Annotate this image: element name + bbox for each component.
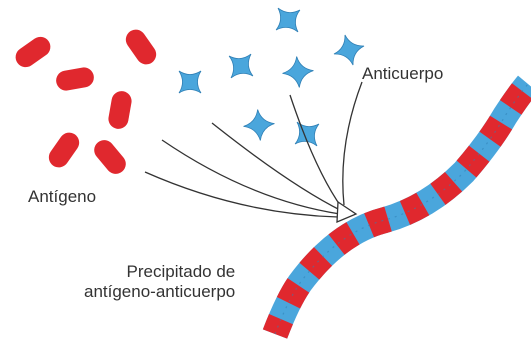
arrow-line (343, 82, 362, 205)
antibody-molecules (179, 8, 364, 146)
precipitate-label: Precipitado de antígeno-anticuerpo (84, 262, 235, 302)
antibody-label: Anticuerpo (362, 64, 443, 84)
converging-arrows (145, 82, 362, 222)
antigen-particle (122, 26, 160, 69)
arrow-line (162, 140, 340, 214)
antibody-molecule (276, 8, 300, 32)
antigen-label: Antígeno (28, 187, 96, 207)
antibody-molecule (283, 57, 314, 88)
precipitate-label-line2: antígeno-anticuerpo (84, 282, 235, 302)
antigen-particle (90, 136, 130, 178)
antibody-molecule (334, 35, 364, 65)
arrow-line (290, 95, 342, 208)
antibody-molecule (179, 71, 201, 93)
antibody-molecule (229, 54, 253, 78)
antigen-particle (107, 90, 133, 131)
precipitate-label-line1: Precipitado de (84, 262, 235, 282)
antigen-particle (12, 33, 55, 71)
antigen-particle (45, 129, 83, 172)
antigen-particles (12, 26, 160, 178)
antigen-particle (55, 66, 96, 92)
arrow-line (145, 172, 338, 217)
antibody-molecule (244, 110, 275, 141)
